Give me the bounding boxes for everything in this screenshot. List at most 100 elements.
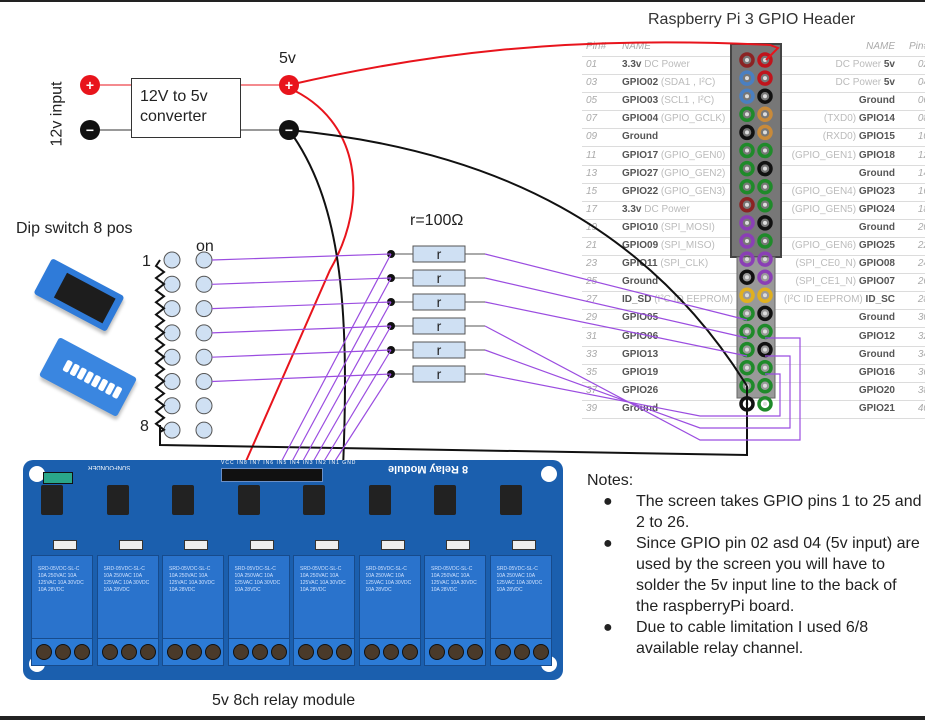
svg-text:+: +	[285, 77, 293, 93]
gpio-pin-right	[757, 287, 773, 304]
wire-dip-to-resistor	[211, 325, 392, 334]
wire-dip-to-resistor	[211, 277, 392, 285]
resistor-symbol: r	[437, 294, 442, 310]
screw-terminal	[293, 638, 355, 666]
gpio-pin-left	[739, 88, 755, 104]
relay-cube: SRD-05VDC-SL-C 10A 250VAC 10A 125VAC 10A…	[424, 555, 486, 639]
terminal-screw	[101, 644, 118, 660]
terminal-screw	[336, 644, 352, 660]
pin-name-left: GPIO09 (SPI_MISO)	[622, 240, 715, 251]
channel-led	[249, 540, 274, 550]
bottom-border	[0, 716, 925, 720]
relay-header-pin-labels: VCC IN8 IN7 IN6 IN5 IN4 IN3 IN2 IN1 GND	[221, 460, 357, 466]
pin-number-right: 28	[917, 294, 925, 306]
pin-number-left: 39	[586, 402, 598, 414]
pin-number-left: 27	[586, 294, 598, 306]
gpio-pin-right	[757, 215, 773, 231]
wire-resistor-to-relay-in	[329, 373, 392, 469]
gpio-pin-center	[763, 202, 767, 207]
gpio-pin-right	[757, 178, 773, 195]
screw-terminal	[96, 638, 159, 666]
gpio-pin-center	[745, 257, 749, 262]
converter-label-line2: converter	[140, 108, 207, 125]
wire-resistor-to-gpio	[484, 253, 748, 321]
pin-name-left: GPIO06	[622, 330, 659, 342]
pin-number-right: 04	[917, 77, 925, 89]
wire-resistor-to-relay-in	[287, 277, 392, 469]
pin-name-right: (RXD0) GPIO15	[822, 131, 895, 143]
resistor-body	[412, 245, 466, 263]
relay-cube: SRD-05VDC-SL-C 10A 250VAC 10A 125VAC 10A…	[489, 555, 552, 639]
gpio-pin-center	[763, 383, 767, 388]
terminal-screw	[382, 644, 399, 660]
optocoupler	[368, 485, 391, 515]
optocoupler	[303, 485, 325, 515]
note-item: ●The screen takes GPIO pins 1 to 25 and …	[603, 493, 922, 531]
gpio-pin-right	[757, 106, 773, 123]
pin-number-left: 01	[586, 59, 598, 70]
relay-cube: SRD-05VDC-SL-C 10A 250VAC 10A 125VAC 10A…	[358, 555, 421, 639]
gpio-pin-block-upper	[730, 43, 782, 258]
optocoupler	[434, 485, 456, 515]
plus-terminal-5v: +	[279, 75, 299, 95]
gpio-pin-left	[739, 359, 755, 376]
pin-number-left: 15	[586, 185, 598, 197]
terminal-screw	[205, 644, 221, 660]
pin-name-right: GPIO21	[858, 402, 895, 414]
pin-name-right: GPIO20	[858, 384, 895, 396]
pin-number-left: 05	[586, 95, 598, 107]
pin-number-right: 12	[917, 149, 925, 161]
wire-resistor-to-relay-in	[319, 349, 392, 469]
wire-resistor-to-gpio	[484, 301, 748, 357]
pin-number-right: 16	[917, 185, 925, 197]
terminal-screw	[317, 644, 333, 660]
minus-terminal-5v: −	[279, 120, 299, 140]
dip-pad-common	[163, 300, 181, 318]
channel-led	[315, 540, 339, 550]
pin-name-left: GPIO17 (GPIO_GEN0)	[622, 149, 726, 161]
gpio-pin-center	[745, 94, 749, 99]
terminal-screw	[120, 644, 137, 660]
gpio-pin-center	[763, 347, 767, 352]
resistor-symbol: r	[437, 342, 442, 358]
col-pin: Pin#	[586, 41, 607, 52]
pin-number-left: 19	[586, 221, 598, 233]
pin-name-right: Ground	[858, 221, 895, 233]
col-name: NAME	[622, 41, 651, 52]
pin-number-right: 20	[917, 221, 925, 233]
top-border	[0, 0, 925, 2]
gpio-pin-center	[745, 76, 749, 81]
gpio-pin-right	[757, 269, 773, 285]
notes-list: ●The screen takes GPIO pins 1 to 25 and …	[587, 491, 922, 659]
gpio-pin-center	[745, 148, 749, 153]
pin-number-right: 38	[917, 384, 925, 396]
gpio-pin-center	[745, 58, 749, 62]
plus-terminal-12v: +	[80, 75, 100, 95]
pin-number-right: 02	[917, 59, 925, 70]
svg-text:+: +	[86, 77, 94, 93]
pin-number-right: 14	[917, 167, 925, 179]
gpio-pin-right	[757, 160, 773, 177]
pin-name-right: (SPI_CE0_N) GPIO08	[795, 258, 896, 270]
gpio-pin-left	[739, 160, 755, 177]
wire-dip-to-resistor	[211, 373, 392, 383]
pin-number-left: 07	[586, 113, 598, 125]
resistor-body	[412, 269, 466, 287]
dip-pad-on	[195, 300, 213, 318]
pin-name-right: Ground	[858, 312, 895, 324]
gpio-pin-center	[763, 311, 767, 316]
pin-name-right: (GPIO_GEN1) GPIO18	[791, 149, 895, 161]
pin-name-left: GPIO13	[622, 348, 659, 360]
dip-pad-on	[195, 348, 213, 366]
gpio-pin-right	[757, 70, 773, 86]
gpio-pin-center	[745, 112, 749, 117]
pin-number-right: 08	[917, 113, 925, 125]
wire-gnd-to-pi	[288, 129, 748, 387]
pin-name-left: GPIO26	[622, 384, 659, 396]
pin-number-right: 30	[917, 312, 925, 324]
resistor-body	[412, 293, 466, 311]
resistor-body	[412, 317, 466, 335]
gpio-pin-center	[745, 202, 749, 207]
